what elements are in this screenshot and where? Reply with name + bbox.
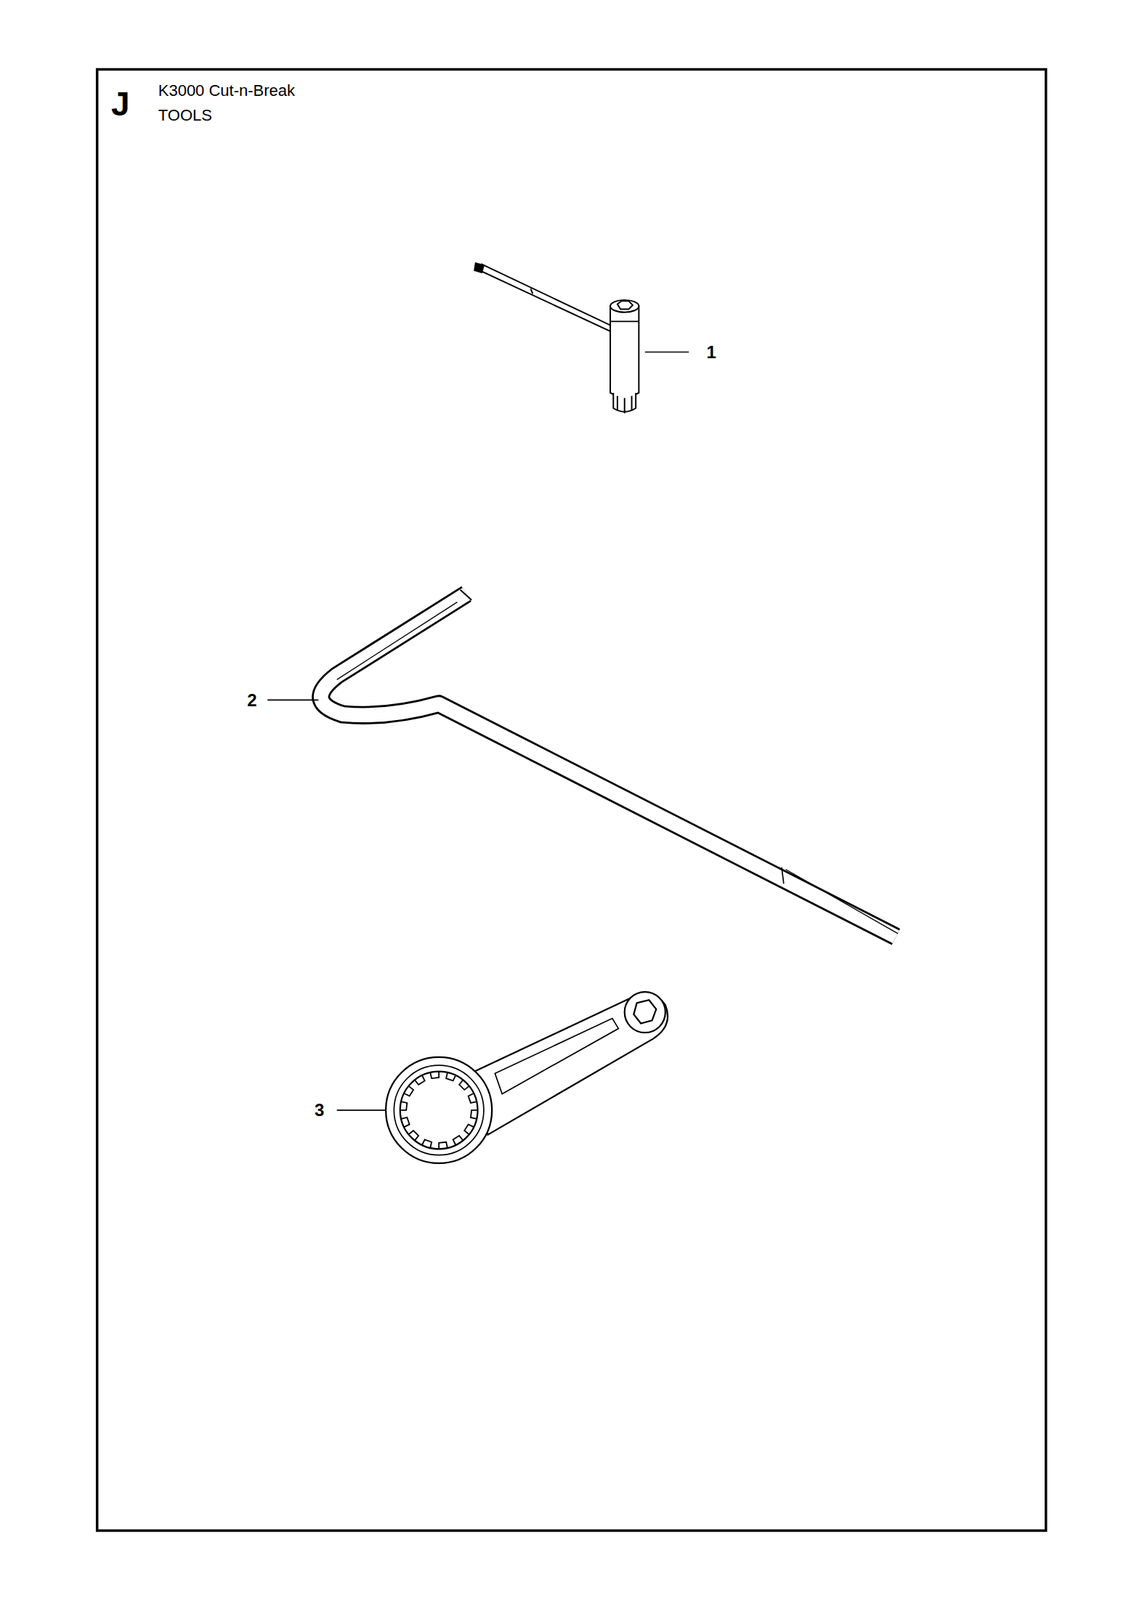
callout-number: 3 <box>314 1101 325 1119</box>
leader-line <box>267 699 319 702</box>
leader-line <box>337 1109 386 1111</box>
leader-line <box>645 351 689 354</box>
callout-number: 2 <box>246 691 257 710</box>
section-letter: J <box>111 87 131 121</box>
blade-wrench <box>385 991 668 1164</box>
page-frame <box>97 69 1047 1530</box>
socket-wrench <box>474 262 639 413</box>
model-name: K3000 Cut-n-Break <box>158 82 295 99</box>
callout-number: 1 <box>706 343 716 362</box>
hook-bar <box>321 589 898 937</box>
section-title: TOOLS <box>158 107 213 124</box>
